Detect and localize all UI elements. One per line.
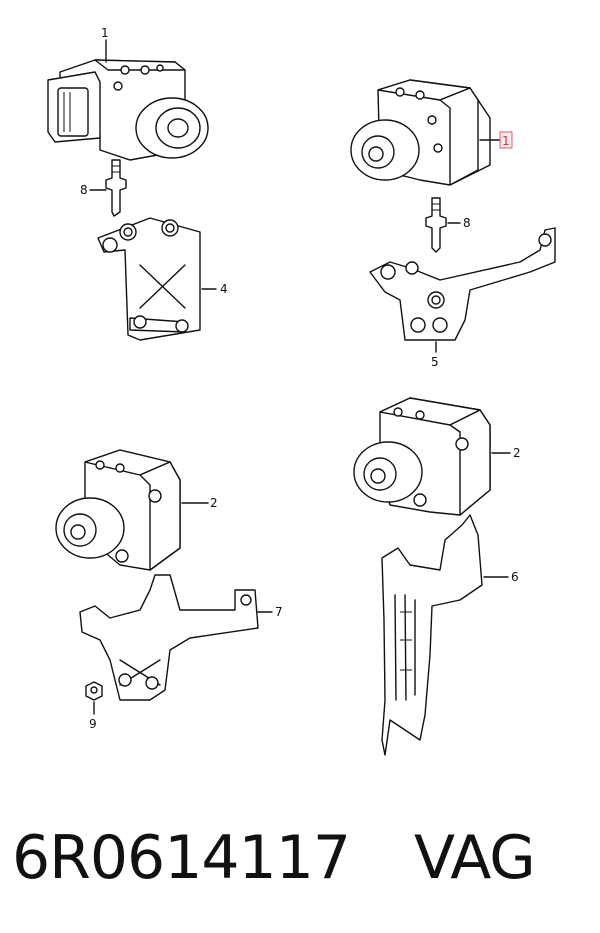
- callout-9: 9: [89, 717, 97, 731]
- callout-4: 4: [220, 282, 228, 296]
- abs-unit-bottom-right: [353, 397, 491, 516]
- brand-name: VAG: [414, 823, 536, 893]
- callout-8-top-right: 8: [463, 216, 471, 230]
- part-number: 6R0614117: [12, 823, 351, 893]
- abs-unit-bottom-left: [55, 449, 181, 571]
- nut-9: [85, 681, 103, 701]
- exploded-parts-diagram: 1 8 4 1 8: [47, 26, 556, 756]
- abs-unit-top-right: [350, 79, 491, 186]
- bracket-4: [97, 217, 201, 341]
- callout-7: 7: [275, 605, 283, 619]
- callout-5: 5: [431, 355, 439, 369]
- caption: 6R0614117 VAG: [0, 808, 600, 908]
- bracket-7: [79, 574, 259, 701]
- callout-8-top-left: 8: [80, 183, 88, 197]
- bracket-6: [381, 514, 483, 756]
- bracket-5: [369, 227, 556, 341]
- callout-6: 6: [511, 570, 519, 584]
- callout-2-bottom-left: 2: [210, 496, 218, 510]
- bolt-top-left: [105, 159, 127, 217]
- callout-1-highlighted: 1: [502, 134, 510, 148]
- callout-1-top-left: 1: [101, 26, 109, 40]
- callout-2-bottom-right: 2: [513, 446, 521, 460]
- abs-unit-top-left: [47, 59, 209, 161]
- bolt-top-right: [425, 197, 447, 253]
- highlighted-callout-box: [499, 131, 513, 149]
